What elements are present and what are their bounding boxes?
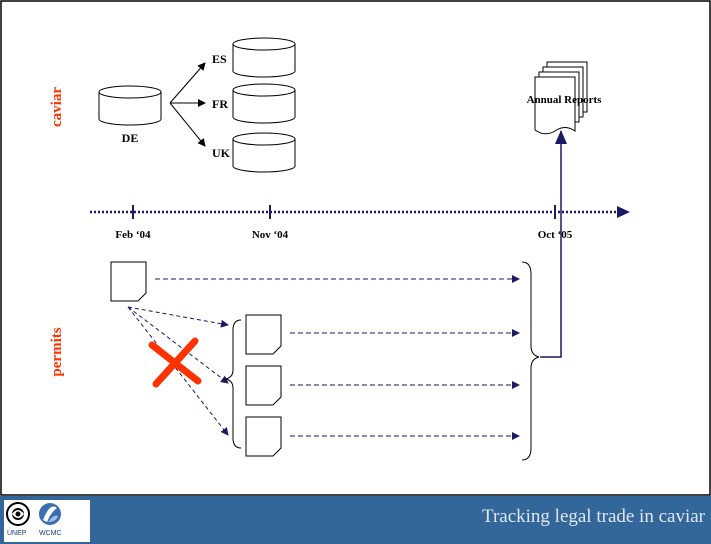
logo-text-unep: UNEP xyxy=(7,530,27,537)
uk-label: UK xyxy=(212,146,231,160)
permits-label: permits xyxy=(49,327,65,376)
unep-logo-icon xyxy=(6,502,30,526)
logo-text-wcmc: WCMC xyxy=(39,530,62,537)
diagram: caviar permits DE ES FR UK Annual Report… xyxy=(0,0,711,496)
split-arrow-1 xyxy=(127,306,229,328)
brace-split-permits xyxy=(224,319,242,449)
fr-label: FR xyxy=(212,97,228,111)
date-feb04: Feb ‘04 xyxy=(115,229,151,241)
timeline-arrowhead xyxy=(617,206,630,218)
de-label: DE xyxy=(122,131,139,145)
brace-all-permits xyxy=(521,261,540,461)
date-nov04: Nov ‘04 xyxy=(252,229,289,241)
logo-area: UNEP WCMC xyxy=(4,500,90,542)
logos xyxy=(6,502,61,526)
caviar-label: caviar xyxy=(49,87,65,127)
es-label: ES xyxy=(212,52,227,66)
footer-bar xyxy=(0,496,711,544)
permit-doc-feb xyxy=(110,261,147,302)
date-oct05: Oct ‘05 xyxy=(538,229,573,241)
database-de xyxy=(98,85,162,126)
arrow-de-es xyxy=(169,62,206,104)
annual-reports-label: Annual Reports xyxy=(527,94,603,106)
permit-doc-split-3 xyxy=(245,416,282,457)
slide-frame xyxy=(0,0,711,496)
split-arrow-3 xyxy=(127,306,229,436)
annual-reports-icon xyxy=(534,61,588,135)
permit-doc-split-1 xyxy=(245,314,282,355)
database-es xyxy=(232,37,296,78)
database-uk xyxy=(232,132,296,173)
database-fr xyxy=(232,83,296,124)
footer-title: Tracking legal trade in caviar xyxy=(482,506,705,527)
rejected-cross-icon xyxy=(148,337,202,388)
wcmc-logo-icon xyxy=(39,503,61,525)
arrow-to-annual-reports xyxy=(540,130,567,358)
arrow-de-uk xyxy=(169,102,206,147)
permit-doc-split-2 xyxy=(245,365,282,406)
